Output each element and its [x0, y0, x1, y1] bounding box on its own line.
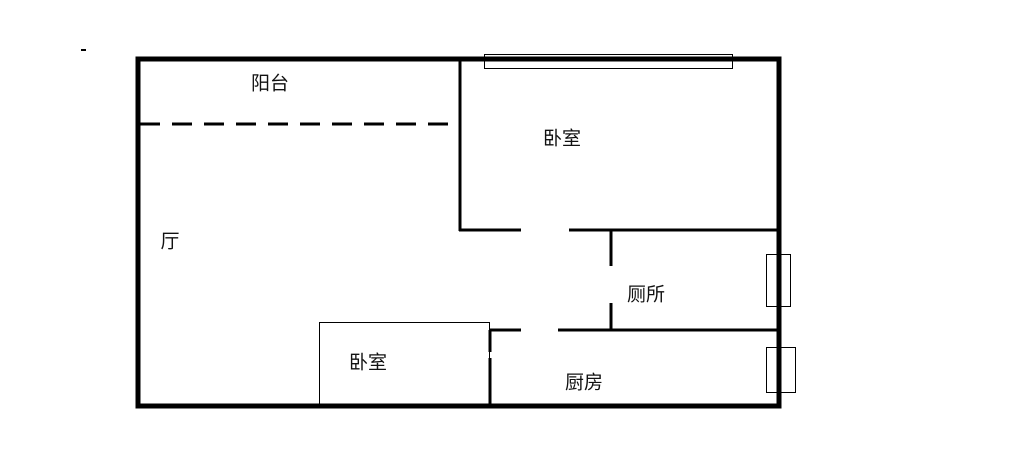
room-label-living-room: 厅 — [160, 230, 180, 253]
room-label-toilet: 厕所 — [626, 283, 666, 306]
window-top — [484, 54, 733, 69]
room-label-balcony: 阳台 — [250, 72, 290, 95]
room-label-kitchen: 厨房 — [564, 371, 604, 394]
window-toilet — [766, 254, 791, 307]
room-label-master-bedroom: 卧室 — [542, 127, 582, 150]
second-bedroom-outline — [319, 322, 490, 405]
window-kitchen — [766, 347, 796, 393]
room-label-second-bedroom: 卧室 — [348, 351, 388, 374]
